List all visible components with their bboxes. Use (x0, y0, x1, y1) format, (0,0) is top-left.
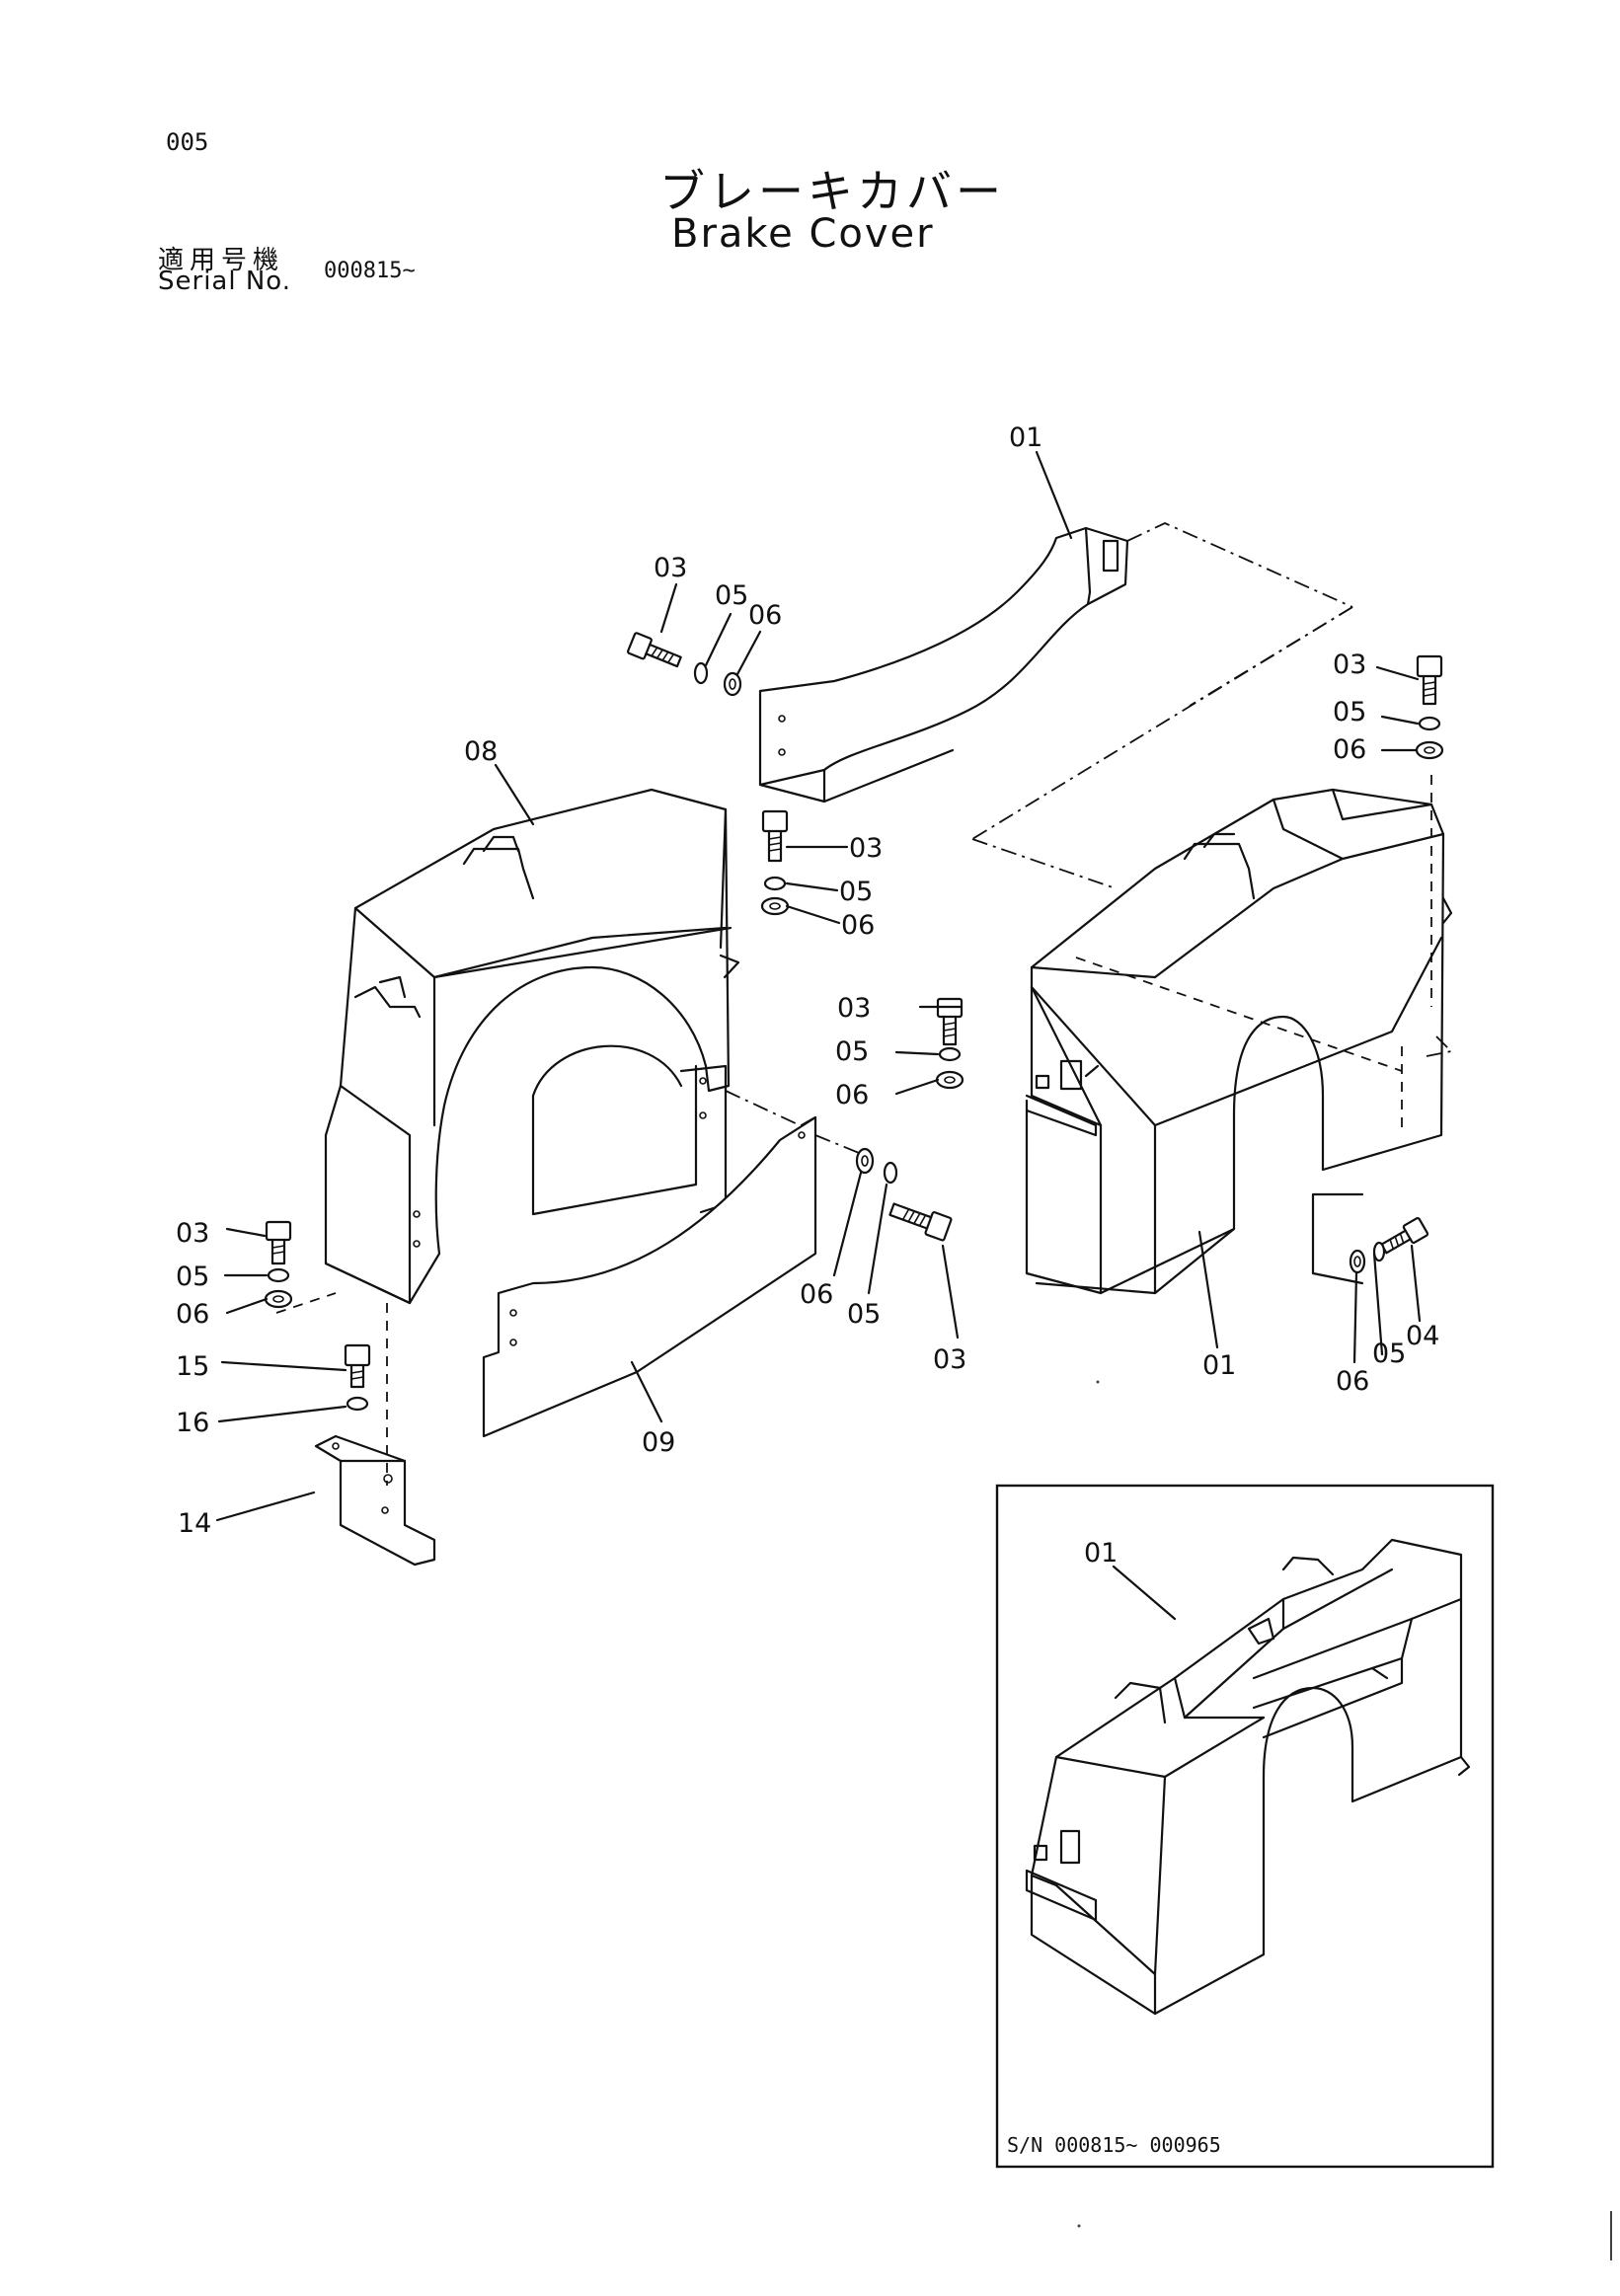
page-number: 005 (166, 128, 209, 156)
callout-06: 06 (800, 1279, 833, 1310)
callout-05: 05 (835, 1036, 869, 1067)
washer-icons (264, 661, 1444, 1412)
part-14-bracket (314, 1434, 436, 1567)
callout-05: 05 (839, 877, 873, 907)
callout-05: 05 (176, 1262, 209, 1292)
callout-06: 06 (841, 910, 875, 941)
title-english: Brake Cover (671, 211, 935, 257)
callout-03: 03 (176, 1218, 209, 1249)
inset-box: 01 S/N 000815~ 000965 (995, 1484, 1495, 2169)
callout-08: 08 (464, 736, 498, 767)
part-09-lower-panel (482, 1115, 817, 1438)
part-02-upper-plate (758, 522, 1353, 804)
callout-01: 01 (1202, 1350, 1236, 1381)
leader-lines (215, 450, 1422, 1522)
callout-06: 06 (176, 1299, 209, 1330)
callout-03: 03 (654, 553, 687, 583)
callout-03: 03 (933, 1344, 966, 1375)
part-08-left-cover (324, 788, 740, 1305)
callout-04: 04 (1406, 1321, 1439, 1351)
callout-15: 15 (176, 1351, 209, 1382)
title-japanese: ブレーキカバー (659, 165, 1005, 218)
callout-03: 03 (849, 833, 883, 864)
callout-05: 05 (1372, 1339, 1406, 1369)
callout-labels: 01 03 05 06 03 05 06 08 03 05 06 03 05 0… (176, 422, 1439, 1539)
inset-caption: S/N 000815~ 000965 (1007, 2133, 1221, 2157)
callout-05: 05 (715, 580, 748, 611)
callout-03: 03 (1333, 650, 1366, 680)
callout-02: 01 (1009, 422, 1042, 453)
inset-part-01-drawing (1025, 1538, 1471, 2016)
callout-03: 03 (837, 993, 871, 1024)
bolt-icons (265, 632, 1443, 1389)
serial-label-japanese: 適用号機 (158, 246, 285, 275)
part-01-right-cover (1025, 788, 1453, 1295)
callout-16: 16 (176, 1408, 209, 1438)
callout-06: 06 (835, 1080, 869, 1110)
inset-callout-01: 01 (1084, 1538, 1118, 1569)
callout-05: 05 (1333, 697, 1366, 727)
callout-09: 09 (642, 1427, 675, 1458)
callout-06: 06 (748, 600, 782, 631)
serial-label-english: Serial No. (158, 267, 291, 296)
callout-06: 06 (1333, 734, 1366, 765)
callout-05: 05 (847, 1299, 881, 1330)
callout-14: 14 (178, 1508, 211, 1539)
serial-number-value: 000815~ (324, 259, 416, 283)
callout-06: 06 (1336, 1366, 1369, 1397)
